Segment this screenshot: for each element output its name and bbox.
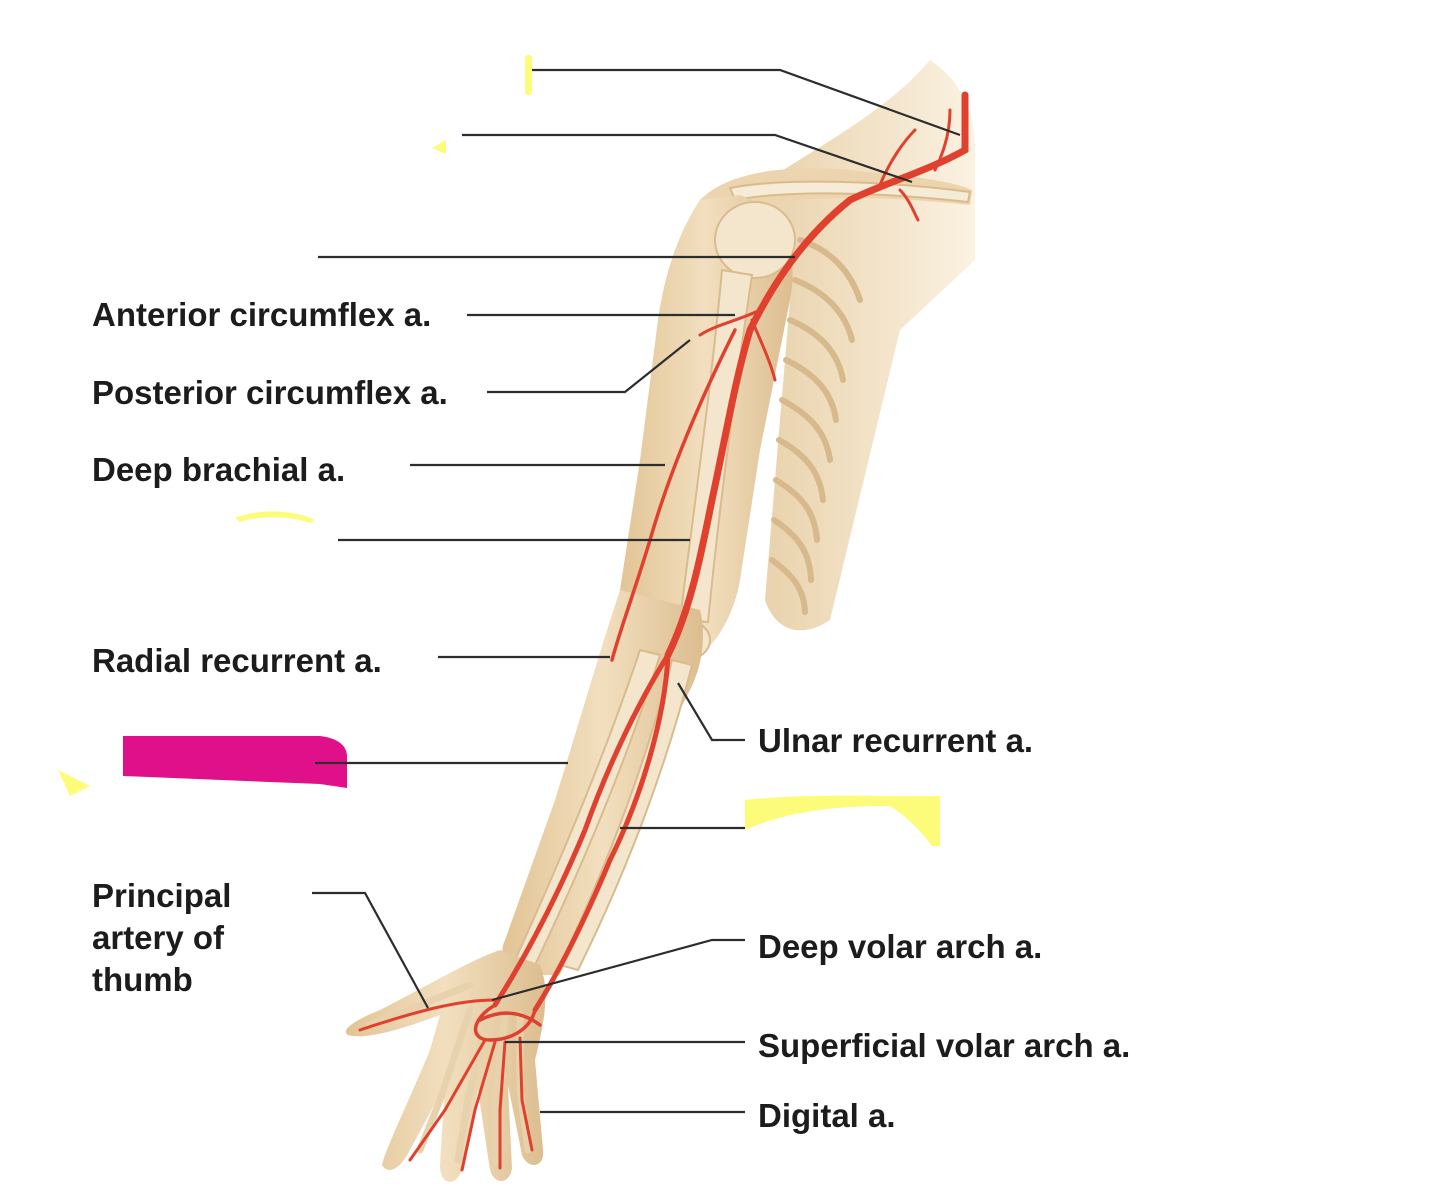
leader-line-posterior-circumflex bbox=[487, 339, 691, 394]
leader-line-blank-1 bbox=[532, 68, 961, 137]
blank-highlight bbox=[432, 140, 446, 154]
radial-artery bbox=[492, 652, 671, 1008]
leader-line-ulnar-recurrent bbox=[677, 682, 745, 742]
label-ulnar-recurrent: Ulnar recurrent a. bbox=[758, 722, 1034, 759]
blank-highlight bbox=[525, 55, 532, 95]
torso bbox=[740, 60, 975, 631]
leader-line-principal-artery-thumb bbox=[312, 891, 429, 1009]
label-superficial-volar-arch: Superficial volar arch a. bbox=[758, 1027, 1131, 1064]
leader-line-deep-volar-arch bbox=[491, 938, 745, 1002]
digital-arteries bbox=[408, 1036, 534, 1172]
volar-arches bbox=[473, 1003, 542, 1042]
hand bbox=[345, 950, 546, 1182]
subclavian-axillary-brachial-artery bbox=[664, 91, 969, 659]
ribs bbox=[769, 237, 863, 615]
label-radial-recurrent: Radial recurrent a. bbox=[92, 642, 382, 679]
blank-highlight bbox=[58, 770, 90, 796]
leader-line-blank-2 bbox=[462, 133, 913, 184]
circumflex-arteries bbox=[698, 308, 777, 382]
label-anterior-circumflex: Anterior circumflex a. bbox=[92, 296, 432, 333]
shoulder bbox=[700, 168, 972, 230]
thoracic-branches bbox=[878, 108, 952, 222]
blank-highlight bbox=[745, 795, 940, 846]
label-principal-artery-thumb: Principal artery of thumb bbox=[92, 877, 232, 998]
arteries bbox=[358, 91, 969, 1172]
deep-brachial-artery bbox=[610, 328, 737, 662]
answer-cover bbox=[123, 736, 347, 788]
label-posterior-circumflex: Posterior circumflex a. bbox=[92, 374, 448, 411]
blank-highlights bbox=[58, 55, 940, 846]
leader-lines bbox=[312, 68, 961, 1114]
thumb-artery bbox=[358, 998, 497, 1032]
label-deep-volar-arch: Deep volar arch a. bbox=[758, 928, 1043, 965]
label-digital: Digital a. bbox=[758, 1097, 896, 1134]
label-deep-brachial: Deep brachial a. bbox=[92, 451, 346, 488]
ulnar-artery bbox=[532, 652, 671, 1013]
blank-highlight bbox=[235, 511, 315, 523]
